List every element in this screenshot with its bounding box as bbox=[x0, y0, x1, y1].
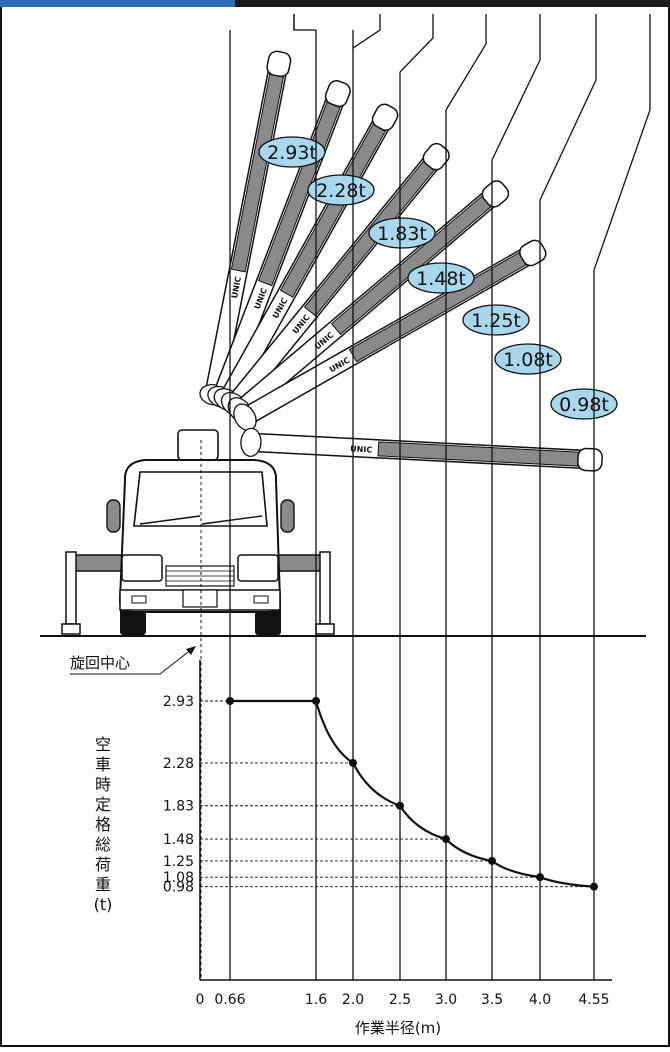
x-tick-label: 2.0 bbox=[342, 992, 364, 1008]
fog-lamp-left bbox=[131, 595, 147, 604]
data-point bbox=[536, 873, 544, 882]
mirror-right bbox=[280, 499, 295, 533]
x-tick-label: 3.0 bbox=[435, 992, 457, 1008]
leader-line bbox=[399, 14, 434, 73]
data-point bbox=[349, 758, 357, 767]
y-tick-label: 2.93 bbox=[163, 694, 194, 710]
leader-line bbox=[293, 14, 316, 31]
x-tick-label: 2.5 bbox=[389, 992, 411, 1008]
outrigger-foot-right bbox=[315, 623, 335, 635]
load-badge bbox=[550, 388, 618, 420]
boom-arm: UNIC bbox=[233, 239, 547, 431]
y-tick-label: 1.08 bbox=[163, 870, 194, 886]
x-tick-label: 0.66 bbox=[214, 992, 245, 1008]
wiper-left bbox=[139, 515, 201, 525]
load-badge-label: 1.08t bbox=[503, 349, 553, 371]
x-tick-label: 3.5 bbox=[481, 992, 503, 1008]
mirror-left bbox=[106, 499, 121, 533]
boom-tip bbox=[519, 239, 547, 267]
outrigger-leg-right bbox=[319, 551, 331, 625]
boom-arm: UNIC bbox=[240, 427, 603, 472]
y-tick-label: 2.28 bbox=[163, 756, 194, 772]
y-label-char: 荷 bbox=[95, 855, 111, 874]
load-badge-label: 1.83t bbox=[377, 223, 427, 245]
load-badge-label: 0.98t bbox=[559, 394, 609, 416]
y-label-char: 空 bbox=[95, 735, 111, 754]
load-badge bbox=[462, 304, 530, 336]
x-tick-label: 1.6 bbox=[305, 992, 327, 1008]
license-plate bbox=[182, 589, 218, 608]
load-badge bbox=[307, 174, 375, 206]
load-badge-label: 1.25t bbox=[471, 310, 521, 332]
x-axis-label: 作業半径(m) bbox=[355, 1019, 441, 1037]
data-point bbox=[488, 856, 496, 865]
load-badge bbox=[494, 343, 562, 375]
y-label-char: 格 bbox=[95, 815, 111, 834]
load-badge-label: 2.28t bbox=[316, 180, 366, 202]
load-badge bbox=[368, 217, 436, 249]
boom-tip bbox=[481, 180, 510, 208]
boom-brand-label: UNIC bbox=[230, 276, 243, 299]
x-tick-label: 0 bbox=[196, 992, 205, 1008]
y-label-char: 定 bbox=[95, 795, 111, 814]
data-point bbox=[312, 697, 320, 705]
rotation-center-label: 旋回中心 bbox=[70, 654, 130, 672]
load-chart: 2.93 2.28 1.83 1.48 1.251.080.98 0 0.66 1.6 2.0 2… bbox=[163, 14, 651, 1008]
boom-tip bbox=[266, 50, 292, 78]
data-point bbox=[396, 801, 404, 810]
leader-line bbox=[491, 14, 541, 161]
x-tick-label: 4.0 bbox=[529, 992, 551, 1008]
boom-tip bbox=[371, 103, 399, 131]
data-point bbox=[226, 697, 234, 705]
windshield bbox=[133, 471, 268, 527]
headlight-right bbox=[237, 554, 279, 582]
outrigger-leg-left bbox=[65, 551, 77, 625]
y-tick-label: 1.48 bbox=[163, 832, 194, 848]
boom-brand-label: UNIC bbox=[350, 444, 373, 454]
rotation-center-arrowhead bbox=[186, 646, 196, 655]
data-point bbox=[442, 835, 450, 844]
outrigger-foot-left bbox=[61, 623, 81, 635]
load-badge bbox=[258, 136, 326, 168]
y-label-char: (t) bbox=[94, 895, 113, 914]
boom-tip bbox=[422, 142, 450, 171]
y-tick-label: 1.83 bbox=[163, 799, 194, 815]
fog-lamp-right bbox=[253, 595, 269, 604]
data-point bbox=[590, 882, 598, 891]
wiper-right bbox=[201, 515, 263, 525]
load-badge bbox=[407, 262, 475, 294]
leader-line bbox=[539, 14, 597, 201]
load-badge-label: 2.93t bbox=[267, 142, 317, 164]
headlight-left bbox=[121, 554, 163, 582]
x-tick-label: 4.55 bbox=[578, 992, 609, 1008]
y-tick-label: 0.98 bbox=[163, 880, 194, 896]
load-badge-label: 1.48t bbox=[416, 268, 466, 290]
leader-line bbox=[352, 14, 381, 50]
boom-tip bbox=[577, 447, 603, 472]
y-label-char: 時 bbox=[95, 775, 111, 794]
y-tick-label: 1.25 bbox=[163, 854, 194, 870]
boom-tip bbox=[324, 80, 351, 108]
leader-line bbox=[445, 14, 487, 111]
truck-front-view bbox=[61, 459, 335, 635]
header-strip bbox=[0, 0, 670, 7]
boom-base-joint bbox=[240, 427, 262, 457]
rotation-center-pointer bbox=[159, 648, 193, 675]
header-strip-accent bbox=[0, 0, 235, 7]
y-label-char: 総 bbox=[95, 835, 111, 854]
crane-pedestal bbox=[177, 429, 219, 461]
leader-line bbox=[593, 14, 651, 271]
y-label-char: 車 bbox=[95, 755, 111, 774]
y-label-char: 重 bbox=[95, 875, 111, 894]
